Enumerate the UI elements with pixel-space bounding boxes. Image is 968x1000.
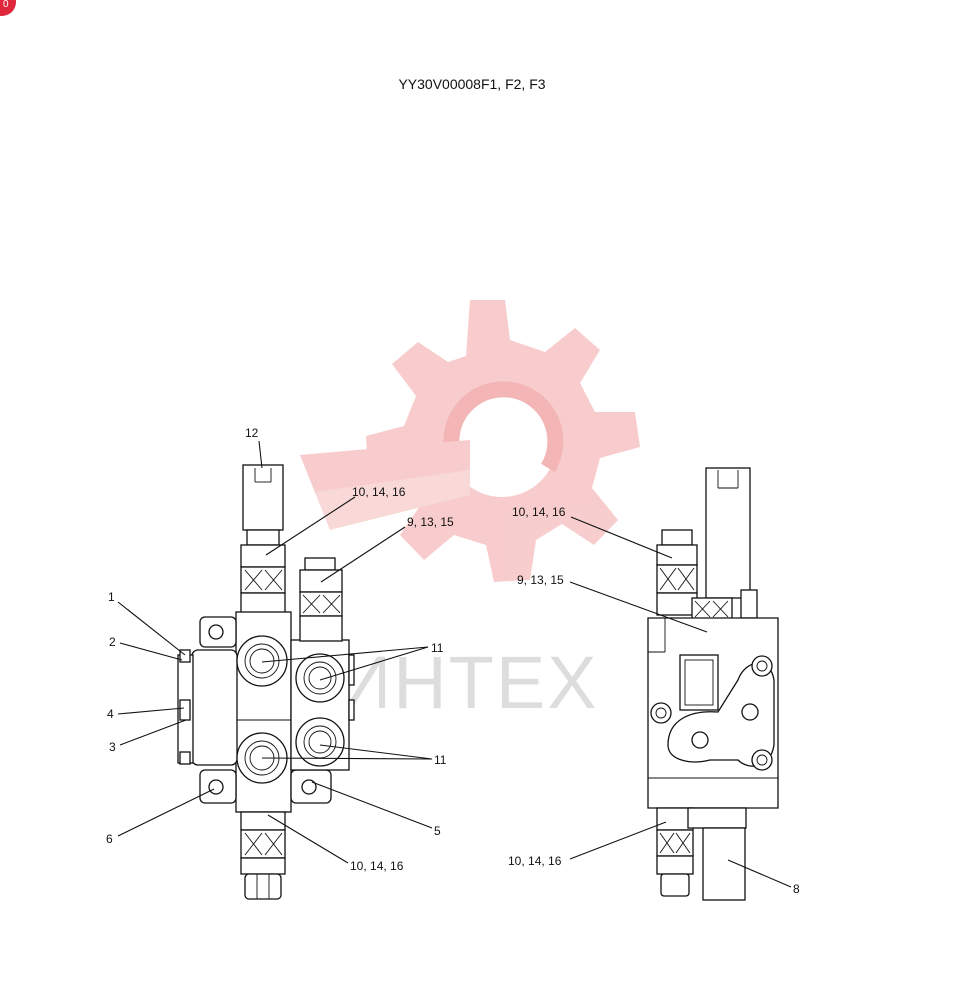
side-port-top — [295, 653, 345, 703]
left-cover-plate — [191, 649, 238, 766]
diagram-title: YY30V00008F1, F2, F3 — [398, 76, 545, 92]
corner-badge-text: 0 — [3, 0, 9, 10]
left-top-hex — [240, 566, 286, 594]
callout-5: 5 — [434, 824, 441, 838]
callout-labels: 12 10, 14, 16 9, 13, 15 1 2 4 3 11 11 6 … — [106, 426, 800, 896]
callout-10-14-16-right-top: 10, 14, 16 — [512, 505, 566, 519]
right-mid-hex — [691, 597, 733, 621]
watermark-logo: ИНТЕХ — [300, 300, 640, 724]
left-bottom-hex — [240, 829, 286, 859]
callout-8: 8 — [793, 882, 800, 896]
callout-11-upper: 11 — [431, 641, 444, 655]
callout-11-lower: 11 — [434, 753, 447, 767]
left-port-top — [236, 635, 288, 687]
left-top-nut — [246, 529, 280, 546]
callout-10-14-16-left-top: 10, 14, 16 — [352, 485, 406, 499]
callout-10-14-16-right-bottom: 10, 14, 16 — [508, 854, 562, 868]
right-nameplate — [679, 654, 719, 711]
callout-10-14-16-left-bottom: 10, 14, 16 — [350, 859, 404, 873]
left-relief-hex — [299, 591, 343, 617]
right-bolt-left — [650, 702, 672, 724]
right-valve-view — [647, 467, 779, 901]
left-bottom-nut — [244, 873, 282, 900]
callout-3: 3 — [109, 740, 116, 754]
callout-6: 6 — [106, 832, 113, 846]
callout-12: 12 — [245, 426, 259, 440]
right-bottom-hex — [656, 829, 694, 857]
callout-2: 2 — [109, 635, 116, 649]
callout-1: 1 — [108, 590, 115, 604]
right-top-hex — [656, 564, 698, 594]
side-port-bottom — [295, 717, 345, 767]
left-top-plunger — [242, 464, 284, 531]
callout-9-13-15-right: 9, 13, 15 — [517, 573, 564, 587]
left-valve-view — [177, 464, 355, 900]
watermark-text: ИНТЕХ — [338, 641, 599, 724]
callout-4: 4 — [107, 707, 114, 721]
corner-badge: 0 — [0, 0, 16, 16]
gear-icon — [300, 300, 640, 582]
callout-9-13-15-left: 9, 13, 15 — [407, 515, 454, 529]
right-top-plunger — [705, 467, 751, 599]
leader-lines — [117, 440, 792, 888]
